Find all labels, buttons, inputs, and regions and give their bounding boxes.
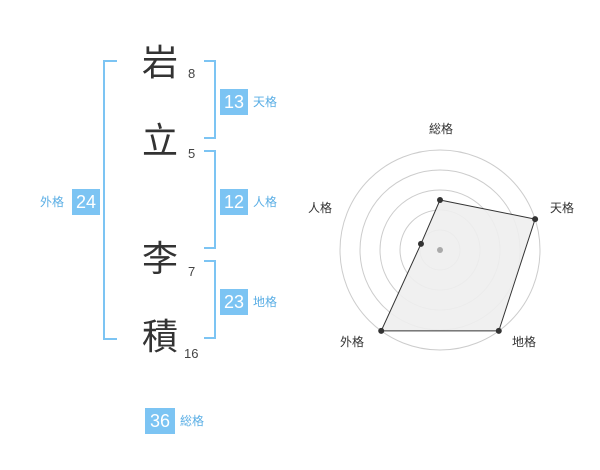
radar-center [437, 247, 443, 253]
stroke-count-1: 8 [188, 66, 196, 81]
axis-label-tenkaku: 天格 [550, 200, 574, 215]
jinkaku-value: 12 [220, 189, 248, 215]
jinkaku-bracket [204, 150, 216, 249]
stroke-count-3: 7 [188, 264, 196, 279]
jinkaku-label: 人格 [253, 195, 278, 209]
axis-label-chikaku: 地格 [512, 334, 536, 349]
radar-points [378, 197, 539, 334]
stroke-count-2: 5 [188, 146, 196, 161]
name-char-4: 積 [142, 317, 179, 358]
radar-ring-5 [339, 149, 541, 351]
chikaku-value: 23 [220, 289, 248, 315]
tenkaku-label: 天格 [253, 95, 278, 109]
radar-point-4 [417, 240, 424, 247]
radar-point-0 [437, 197, 443, 203]
name-char-2: 立 [142, 121, 179, 162]
gaikaku-value: 24 [72, 189, 100, 215]
radar-point-2 [495, 327, 502, 334]
stroke-count-4: 16 [184, 346, 199, 361]
name-char-1: 岩 [142, 43, 179, 84]
radar-chart: 総格 天格 地格 外格 人格 [308, 121, 574, 351]
chikaku-label: 地格 [253, 295, 278, 309]
radar-point-3 [378, 327, 385, 334]
axis-label-gaikaku: 外格 [340, 334, 364, 349]
chikaku-bracket [204, 260, 216, 339]
gaikaku-label: 外格 [40, 195, 65, 209]
tenkaku-value: 13 [220, 89, 248, 115]
radar-point-1 [532, 216, 539, 223]
soukaku-value: 36 [145, 408, 175, 434]
radar-area [380, 199, 536, 332]
name-char-3: 李 [142, 239, 179, 280]
gaikaku-bracket [103, 60, 117, 340]
axis-label-jinkaku: 人格 [308, 200, 332, 215]
axis-label-soukaku: 総格 [429, 121, 453, 136]
soukaku-label: 総格 [180, 414, 205, 428]
tenkaku-bracket [204, 60, 216, 139]
